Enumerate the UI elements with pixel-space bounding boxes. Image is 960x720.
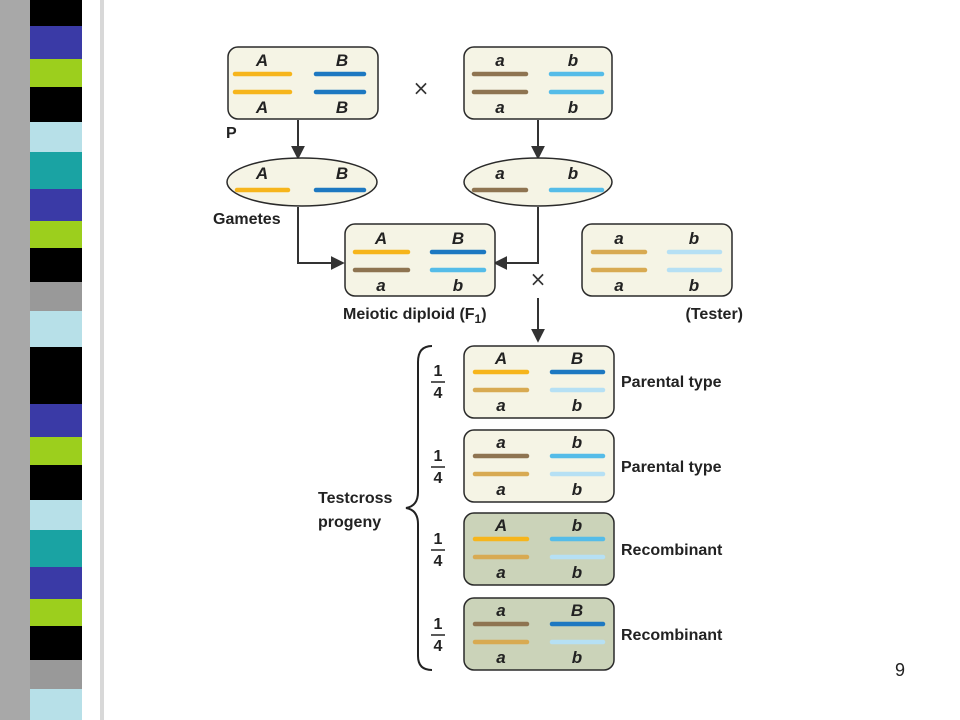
stripe-block <box>30 530 82 567</box>
fraction-denominator: 4 <box>434 385 443 402</box>
allele-label: B <box>571 349 583 368</box>
parent-cell-AB: A B A B <box>227 46 379 120</box>
stripe-block <box>30 152 82 189</box>
progeny-row-4: 1 4 a B a b Recombinant <box>431 597 723 671</box>
progeny-row-3: 1 4 A b a b Recombinant <box>431 512 723 586</box>
tester-label: (Tester) <box>686 306 744 323</box>
allele-label: A <box>494 349 507 368</box>
stripe-block <box>30 26 82 59</box>
allele-label: b <box>572 396 582 415</box>
stripe-block <box>30 404 82 437</box>
progeny-cell <box>463 512 615 586</box>
stripe-block <box>30 437 82 465</box>
parent-label: P <box>226 125 237 142</box>
allele-label: B <box>336 98 348 117</box>
allele-label: a <box>376 276 385 295</box>
allele-label: b <box>572 516 582 535</box>
progeny-cell <box>463 429 615 503</box>
progeny-type-label: Parental type <box>621 374 722 391</box>
allele-label: b <box>689 276 699 295</box>
allele-label: a <box>496 563 505 582</box>
stripe-block <box>30 626 82 660</box>
allele-label: b <box>572 480 582 499</box>
stripe-block <box>30 59 82 87</box>
allele-label: B <box>336 51 348 70</box>
allele-label: B <box>336 164 348 183</box>
cross-symbol-parents: × <box>413 76 430 100</box>
allele-label: a <box>496 648 505 667</box>
stripe-block <box>30 221 82 248</box>
allele-label: A <box>255 51 268 70</box>
allele-label: b <box>568 164 578 183</box>
gametes-label: Gametes <box>213 211 281 228</box>
allele-label: a <box>496 601 505 620</box>
allele-label: a <box>495 164 504 183</box>
gamete-ab: a b <box>463 157 613 207</box>
allele-label: A <box>374 229 387 248</box>
allele-label: a <box>614 276 623 295</box>
connector-arrows <box>291 120 545 671</box>
stripe-block <box>30 248 82 282</box>
fraction-numerator: 1 <box>434 363 443 380</box>
stripe-block <box>30 282 82 311</box>
stripe-block <box>30 465 82 500</box>
fraction-numerator: 1 <box>434 616 443 633</box>
stripe-block <box>30 189 82 221</box>
allele-label: a <box>496 396 505 415</box>
allele-label: b <box>689 229 699 248</box>
stripe-block <box>30 500 82 530</box>
allele-label: A <box>494 516 507 535</box>
allele-label: a <box>496 480 505 499</box>
allele-label: b <box>568 98 578 117</box>
allele-label: b <box>453 276 463 295</box>
stripe-block <box>30 122 82 152</box>
progeny-brace <box>405 345 433 671</box>
stripe-block <box>30 599 82 626</box>
stripe-block <box>30 567 82 599</box>
allele-label: A <box>255 164 268 183</box>
testcross-progeny-label: Testcross progeny <box>318 490 397 531</box>
allele-label: a <box>495 51 504 70</box>
allele-label: B <box>452 229 464 248</box>
fraction-numerator: 1 <box>434 448 443 465</box>
allele-label: a <box>614 229 623 248</box>
stripe-block <box>30 689 82 720</box>
allele-label: b <box>572 433 582 452</box>
progeny-row-1: 1 4 A B a b Parental type <box>431 345 722 419</box>
stripe-block <box>30 660 82 689</box>
allele-label: a <box>495 98 504 117</box>
parent-cell-ab: a b a b <box>463 46 613 120</box>
fraction-denominator: 4 <box>434 470 443 487</box>
fraction-numerator: 1 <box>434 531 443 548</box>
progeny-row-2: 1 4 a b a b Parental type <box>431 429 722 503</box>
allele-label: B <box>571 601 583 620</box>
progeny-cell <box>463 597 615 671</box>
gamete-AB: A B <box>226 157 378 207</box>
stripe-block <box>30 87 82 122</box>
stripe-block <box>30 378 82 404</box>
allele-label: b <box>572 563 582 582</box>
arrow-gamete-right-to-f1 <box>493 207 539 270</box>
fraction-denominator: 4 <box>434 638 443 655</box>
cross-symbol-tester: × <box>530 267 547 291</box>
allele-label: A <box>255 98 268 117</box>
progeny-type-label: Recombinant <box>621 627 723 644</box>
f1-diploid-cell: A B a b <box>344 223 496 297</box>
decorative-left-stripe <box>0 0 112 720</box>
stripe-block <box>30 311 82 347</box>
allele-label: a <box>496 433 505 452</box>
stripe-block <box>30 0 82 26</box>
page-number: 9 <box>894 660 905 680</box>
progeny-type-label: Parental type <box>621 459 722 476</box>
allele-label: b <box>572 648 582 667</box>
stripe-block <box>30 347 82 378</box>
f1-label: Meiotic diploid (F1) <box>343 306 487 326</box>
tester-cell: a b a b <box>581 223 733 297</box>
fraction-denominator: 4 <box>434 553 443 570</box>
progeny-type-label: Recombinant <box>621 542 723 559</box>
arrow-gamete-left-to-f1 <box>297 207 345 270</box>
allele-label: b <box>568 51 578 70</box>
progeny-cell <box>463 345 615 419</box>
